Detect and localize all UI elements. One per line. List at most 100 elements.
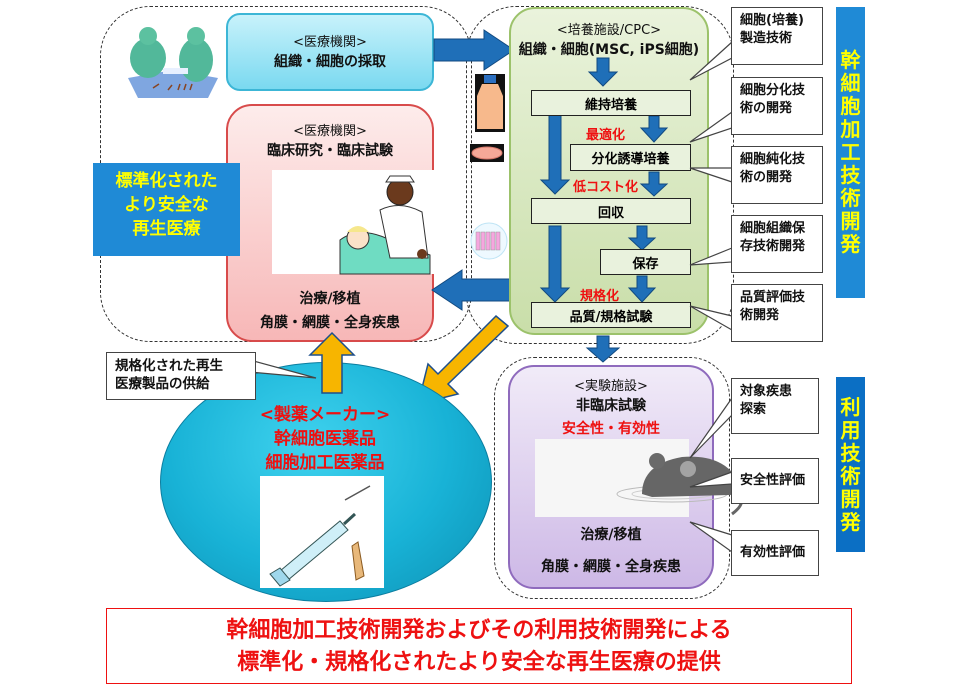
syringe-icon (269, 485, 371, 587)
tech-callout-1-line-2: 製造技術 (740, 31, 793, 46)
experiment-label: <実験施設> (574, 379, 648, 394)
use-callout-3-line-1: 有効性評価 (740, 545, 806, 560)
step-differentiation-culture: 分化誘導培養 (570, 144, 691, 171)
use-callout-2-line-1: 安全性評価 (740, 473, 806, 488)
tech-callout-5-line-1: 品質評価技 (740, 290, 806, 305)
experiment-targets: 角膜・網膜・全身疾患 (541, 559, 681, 575)
culture-label: <培養施設/CPC> (556, 23, 662, 38)
tech-callout-2-line-1: 細胞分化技 (740, 83, 806, 98)
use-callout-disease-search: 対象疾患 探索 (731, 378, 819, 434)
nurse-patient-icon (330, 170, 446, 275)
syringe-illustration (260, 476, 384, 588)
use-callout-safety-evaluation: 安全性評価 (731, 458, 819, 504)
tech-bar-char: 技 (840, 163, 861, 187)
standardized-safer-medicine-label: 標準化された より安全な 再生医療 (93, 163, 240, 256)
step-maintain-culture: 維持培養 (531, 90, 691, 116)
clinical-label: <医療機関> (293, 124, 367, 139)
clinical-box: <医療機関> 臨床研究・臨床試験 治療/移植 角膜・網膜・全身疾患 (226, 104, 446, 342)
use-bar-char: 技 (840, 440, 861, 465)
tech-bar-char: 幹 (840, 48, 861, 72)
left-label-line-1: 標準化された (115, 171, 218, 191)
arrow-maintain-to-diff (639, 115, 669, 143)
tech-callout-1-line-1: 細胞(培養) (740, 13, 804, 28)
tech-bar-char: 加 (840, 117, 861, 141)
tech-callout-pointers (689, 40, 733, 332)
banner-line-2: 標準化・規格化されたより安全な再生医療の提供 (237, 650, 721, 675)
nurse-illustration (272, 170, 446, 275)
tech-bar-char: 開 (840, 209, 861, 233)
tech-bar-char: 術 (840, 186, 861, 210)
step-harvest: 回収 (531, 198, 691, 224)
surgery-illustration (118, 18, 226, 103)
use-bar-char: 利 (840, 394, 861, 419)
step-differentiate-label: 分化誘導培養 (591, 152, 670, 167)
tech-callout-4-line-2: 存技術開発 (740, 239, 806, 254)
step-storage: 保存 (600, 249, 691, 275)
step-harvest-label: 回収 (597, 205, 624, 221)
step-qc-label: 品質/規格試験 (569, 309, 653, 325)
experiment-highlight: 安全性・有効性 (562, 421, 660, 437)
tech-callout-4-line-1: 細胞組織保 (740, 221, 806, 236)
tech-callout-cell-manufacturing: 細胞(培養) 製造技術 (731, 7, 823, 65)
tech-callout-3-line-1: 細胞純化技 (740, 152, 806, 167)
clinical-title: 臨床研究・臨床試験 (267, 143, 393, 159)
use-callout-efficacy-evaluation: 有効性評価 (731, 530, 819, 576)
tech-callout-2-line-2: 術の開発 (740, 101, 793, 116)
arrow-store-to-qc (627, 275, 657, 303)
tech-callout-preservation: 細胞組織保 存技術開発 (731, 215, 823, 273)
tech-bar-char: 工 (840, 140, 861, 164)
collection-label: <医療機関> (293, 35, 367, 50)
collection-text: 組織・細胞の採取 (274, 54, 386, 70)
tech-callout-differentiation: 細胞分化技 術の開発 (731, 77, 823, 135)
pharma-line-1: 幹細胞医薬品 (274, 429, 376, 449)
stem-cell-processing-tech-bar: 幹 細 胞 加 工 技 術 開 発 (836, 7, 865, 298)
tech-bar-char: 胞 (840, 94, 861, 118)
supply-callout-line-1: 規格化された再生 (115, 358, 223, 374)
experiment-box: <実験施設> 非臨床試験 安全性・有効性 治療/移植 角膜・網膜・全身疾患 (508, 365, 743, 589)
tech-callout-3-line-2: 術の開発 (740, 170, 793, 185)
left-label-line-3: 再生医療 (132, 219, 201, 239)
collection-box: <医療機関> 組織・細胞の採取 (226, 13, 434, 91)
supply-callout: 規格化された再生 医療製品の供給 (106, 352, 256, 400)
use-callout-1-line-2: 探索 (740, 402, 767, 417)
tech-bar-char: 細 (840, 71, 861, 95)
mouse-illustration (535, 439, 743, 517)
use-bar-char: 用 (840, 417, 861, 442)
supply-callout-line-2: 医療製品の供給 (115, 376, 210, 392)
surgeons-icon (128, 27, 218, 98)
arrow-title-to-maintain (587, 57, 619, 87)
arrow-qc-to-experiment (585, 335, 621, 363)
culture-flow-arrows (539, 57, 669, 363)
clinical-treat: 治療/移植 (299, 291, 361, 307)
clinical-targets: 角膜・網膜・全身疾患 (260, 315, 400, 331)
use-callout-1-line-1: 対象疾患 (740, 384, 793, 399)
culture-flask-icon (475, 74, 505, 132)
pharma-line-2: 細胞加工医薬品 (265, 453, 385, 473)
tech-callout-purification: 細胞純化技 術の開発 (731, 146, 823, 204)
petri-dish-icon (470, 144, 504, 162)
arrow-pharma-to-clinical (308, 331, 356, 394)
tech-callout-5-line-2: 術開発 (740, 308, 780, 323)
arrow-maintain-long (539, 113, 571, 195)
tech-bar-char: 発 (840, 232, 861, 256)
arrow-culture-to-clinical (431, 269, 511, 311)
summary-banner: 幹細胞加工技術開発およびその利用技術開発による 標準化・規格化されたより安全な再… (106, 608, 852, 684)
step-store-label: 保存 (632, 256, 659, 272)
step-maintain-label: 維持培養 (584, 97, 637, 113)
arrow-harvest-to-store (627, 225, 657, 251)
utilization-tech-bar: 利 用 技 術 開 発 (836, 377, 865, 552)
use-bar-char: 発 (840, 509, 861, 534)
test-tubes-icon (470, 222, 508, 260)
experiment-treat: 治療/移植 (580, 527, 642, 543)
culture-title: 組織・細胞(MSC, iPS細胞) (518, 42, 700, 58)
annotation-optimize: 最適化 (586, 128, 626, 143)
arrow-collection-to-culture (433, 29, 515, 71)
experiment-title: 非臨床試験 (576, 398, 646, 414)
supply-callout-pointer (249, 359, 317, 379)
pharma-label: <製薬メーカー> (259, 405, 391, 425)
left-label-line-2: より安全な (124, 195, 209, 215)
arrow-harvest-long (539, 225, 571, 303)
annotation-standardize: 規格化 (580, 289, 620, 304)
use-bar-char: 術 (840, 463, 861, 488)
use-callout-pointers (689, 396, 733, 554)
